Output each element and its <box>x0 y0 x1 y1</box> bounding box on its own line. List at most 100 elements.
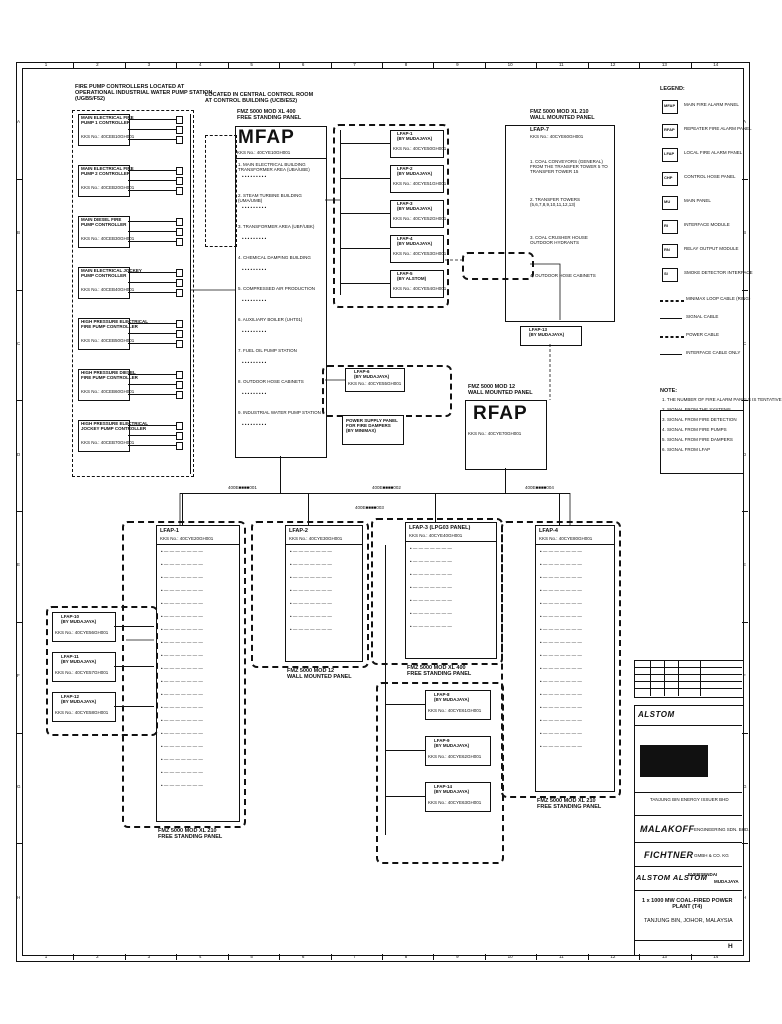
grid-col-bottom: 2 <box>96 954 99 959</box>
pump-controller-box: HIGH PRESSURE ELECTRICAL FIRE PUMP CONTR… <box>78 318 148 350</box>
lfap-column-tag: KKS No.: 40CYE50GH001 <box>393 146 447 151</box>
bus-drop-mfap <box>280 456 281 493</box>
legend-line-text: POWER CABLE <box>686 332 720 337</box>
mfap-area-sub: • • • • • • • • • <box>242 267 267 272</box>
grid-tick <box>73 954 75 960</box>
lower-panel-drop <box>308 493 309 525</box>
grid-col-bottom: 3 <box>147 954 151 959</box>
mfap-area-sub: • • • • • • • • • <box>242 236 267 241</box>
pump-signal-line <box>128 343 176 344</box>
grid-col-bottom: 5 <box>250 954 253 959</box>
lfap-column-name: LFAP-4 (BY MUDAJAYA) <box>397 236 433 246</box>
mfap-area-sub: • • • • • • • • • <box>242 205 267 210</box>
pump-signal-line <box>128 231 176 232</box>
mfap-area: 4. CHEMICAL DAMPING BUILDING <box>238 255 311 260</box>
legend-symbol: LFAP <box>662 148 678 162</box>
side-lfap-name: LFAP-12 (BY MUDAJAYA) <box>61 694 97 704</box>
grid-col-top: 6 <box>301 62 305 67</box>
pump-terminal <box>176 126 183 134</box>
pump-controller-name: HIGH PRESSURE ELECTRICAL JOCKEY PUMP CON… <box>81 421 149 431</box>
grid-tick <box>587 62 589 68</box>
lower-panel-row: • — — — — — — — <box>161 757 203 762</box>
lower-panel-row: • — — — — — — — <box>161 588 203 593</box>
grid-col-top: 13 <box>661 62 667 67</box>
sheet-inner-border <box>22 68 744 956</box>
mfap-area: 2. STEAM TURBINE BUILDING (UMA/UMB) <box>238 193 302 203</box>
lower-panel-row: • — — — — — — — <box>290 575 332 580</box>
lower-panel-tag: KKS No.: 40CYE20GH001 <box>160 536 214 541</box>
bus-label-4: 400E■■■■004 <box>525 485 554 490</box>
lower-panel-row: • — — — — — — — <box>161 783 203 788</box>
tb-sep-7 <box>634 940 742 941</box>
lower-panel-tag: KKS No.: 40CYE80GH001 <box>539 536 593 541</box>
grid-row-left: H <box>17 894 21 900</box>
pump-terminal <box>176 391 183 399</box>
grid-tick <box>16 843 22 845</box>
legend-symbol: CHP <box>662 172 678 186</box>
pump-signal-line <box>128 374 176 375</box>
grid-col-bottom: 13 <box>661 954 667 959</box>
side-lfap-link <box>114 706 154 707</box>
grid-row-right: A <box>743 119 747 125</box>
lower-panel-name: LFAP-4 <box>539 528 558 534</box>
grid-tick <box>742 289 748 291</box>
lfap-column-box: LFAP-3 (BY MUDAJAYA)KKS No.: 40CYE52GH00… <box>390 200 446 228</box>
lower-panel-row: • — — — — — — — <box>161 575 203 580</box>
lower-panel-row: • — — — — — — — <box>540 692 582 697</box>
rfap-panel <box>465 400 547 470</box>
pump-controller-tag: KKS No.: 40CEB50GH001 <box>81 338 135 343</box>
grid-tick <box>742 621 748 623</box>
pump-signal-line <box>128 129 176 130</box>
pump-terminal <box>176 136 183 144</box>
pump-controller-name: MAIN DIESEL FIRE PUMP CONTROLLER <box>81 217 127 227</box>
pump-terminal <box>176 289 183 297</box>
mid-lfap-name: LFAP-8 (BY MUDAJAYA) <box>434 692 470 702</box>
grid-col-bottom: 7 <box>353 954 356 959</box>
mfap-area-sub: • • • • • • • • • <box>242 391 267 396</box>
grid-tick <box>742 400 748 402</box>
bus-label-1: 400E■■■■001 <box>228 485 257 490</box>
lfap-column-link <box>340 178 390 179</box>
legend-text: MAIN FIRE ALARM PANEL <box>684 102 739 107</box>
malakoff-sub: ENGINEERING SDN. BHD. <box>694 827 750 832</box>
legend-text: REPEATER FIRE ALARM PANEL <box>684 126 752 131</box>
pump-controller-name: MAIN ELECTRICAL FIRE PUMP 2 CONTROLLER <box>81 166 134 176</box>
grid-tick <box>742 511 748 512</box>
pump-signal-line <box>128 170 176 171</box>
grid-tick <box>484 954 486 960</box>
legend-symbol: RN <box>662 244 678 258</box>
mfap-panel <box>235 126 327 458</box>
lower-panel-tag: KKS No.: 40CYE40GH001 <box>409 533 463 538</box>
pump-signal-line <box>128 445 176 446</box>
lfap-column-name: LFAP-5 (BY ALSTOM) <box>397 271 427 281</box>
lfap7-item: 2. TRANSFER TOWERS (5,6,7,8,9,10,11,12,1… <box>530 197 581 207</box>
pump-terminal <box>176 279 183 287</box>
grid-tick <box>433 954 435 960</box>
grid-col-top: 4 <box>199 62 202 67</box>
lower-panel-drop <box>182 493 183 525</box>
contractor-alstom: ALSTOM ALSTOM <box>636 873 708 882</box>
stamp-box <box>640 745 708 777</box>
lower-panel-row: • — — — — — — — <box>540 549 582 554</box>
lfap-column-name: LFAP-1 (BY MUDAJAYA) <box>397 131 433 141</box>
grid-row-left: A <box>17 119 21 125</box>
lfap7-item: 1. COAL CONVEYORS (GENERAL) FROM THE TRA… <box>530 159 608 174</box>
revision-row-line <box>634 667 742 668</box>
pump-controller-tag: KKS No.: 40CEB30GH001 <box>81 236 135 241</box>
grid-row-right: C <box>743 340 747 346</box>
mfap-area: 5. COMPRESSED AIR PRODUCTION <box>238 286 316 291</box>
grid-row-left: F <box>17 673 20 679</box>
pump-controller-box: HIGH PRESSURE DIESEL FIRE PUMP CONTROLLE… <box>78 369 138 401</box>
grid-col-top: 11 <box>559 62 564 67</box>
grid-tick <box>176 62 178 68</box>
pump-terminal <box>176 381 183 389</box>
grid-tick <box>690 954 692 960</box>
mfap-area: 6. AUXILIARY BOILER (UHT01) <box>238 317 303 322</box>
legend-line-sample <box>660 300 684 302</box>
lower-panel-row: • — — — — — — — <box>540 666 582 671</box>
pump-terminal <box>176 218 183 226</box>
pump-signal-line <box>128 241 176 242</box>
pump-signal-line <box>128 292 176 293</box>
lower-panel-name: LFAP-1 <box>160 528 179 534</box>
